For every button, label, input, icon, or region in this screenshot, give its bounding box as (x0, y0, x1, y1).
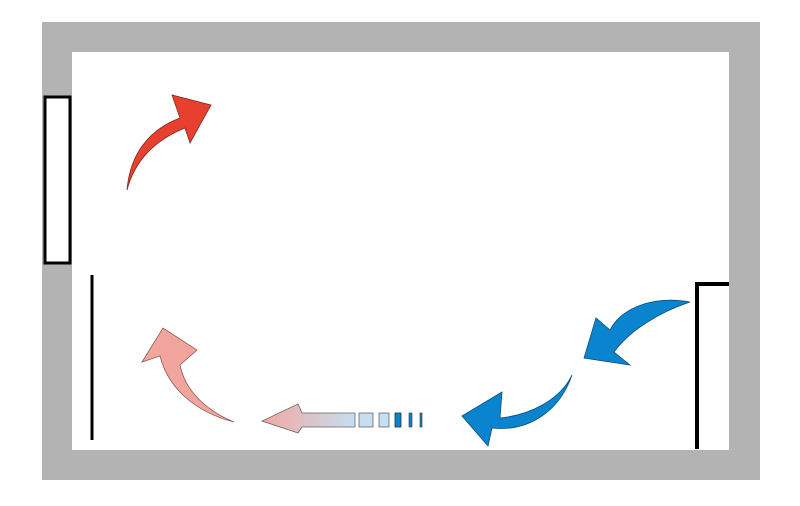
cooling-air-arrow (141, 327, 235, 423)
cold-air-arrow-lower (461, 374, 573, 447)
warm-air-arrow (126, 94, 212, 191)
cold-air-arrow-upper (583, 299, 691, 366)
window (43, 95, 72, 265)
floor-draft-arrow (260, 403, 423, 434)
door (695, 282, 729, 449)
room-walls (42, 22, 760, 480)
